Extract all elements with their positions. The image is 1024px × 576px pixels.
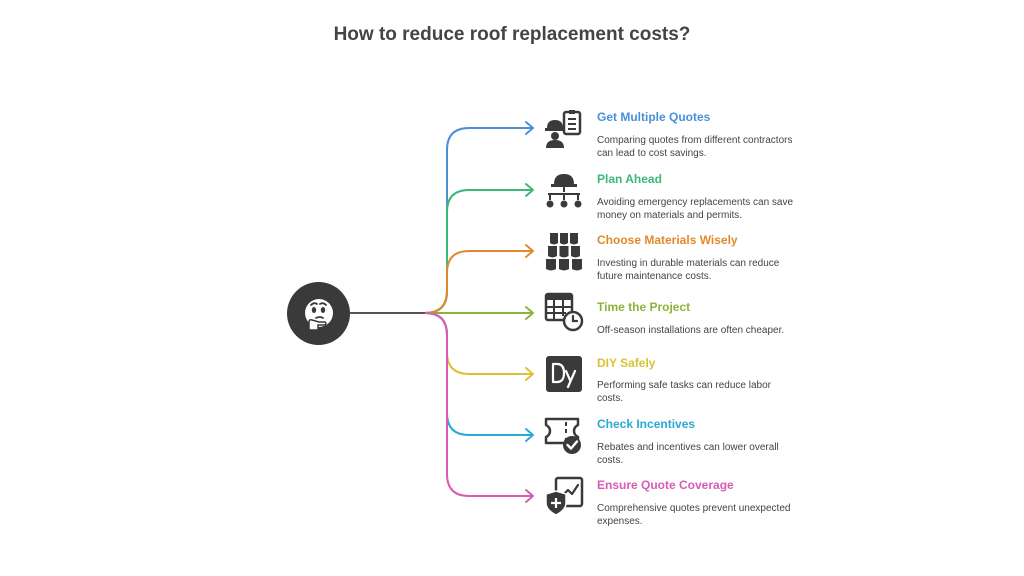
arrow-head-ensure-quote-coverage (525, 489, 534, 503)
hierarchy-plan-icon (546, 174, 582, 208)
thinking-face-icon (304, 298, 333, 331)
item-desc-get-multiple-quotes: Comparing quotes from different contract… (597, 135, 793, 159)
diy-tools-icon (546, 356, 582, 392)
arrow-head-get-multiple-quotes (525, 121, 534, 135)
branch-line-diy-safely (424, 312, 533, 375)
arrow-head-plan-ahead (525, 183, 534, 197)
calendar-clock-icon (544, 292, 584, 332)
item-desc-ensure-quote-coverage: Comprehensive quotes prevent unexpected … (597, 503, 791, 527)
item-desc-plan-ahead: Avoiding emergency replacements can save… (597, 197, 794, 221)
contractor-checklist-icon (545, 110, 582, 148)
item-title-choose-materials-wisely: Choose Materials Wisely (597, 233, 738, 247)
rebate-ticket-icon (544, 417, 581, 454)
item-title-get-multiple-quotes: Get Multiple Quotes (597, 110, 711, 124)
item-title-time-the-project: Time the Project (597, 300, 691, 314)
arrow-head-diy-safely (525, 367, 534, 381)
branch-line-choose-materials-wisely (424, 250, 533, 314)
hub-circle (287, 282, 350, 345)
arrow-head-time-the-project (525, 306, 534, 320)
roof-tiles-icon (546, 233, 582, 271)
page-title: How to reduce roof replacement costs? (333, 24, 691, 45)
item-desc-choose-materials-wisely: Investing in durable materials can reduc… (597, 258, 780, 282)
item-title-check-incentives: Check Incentives (597, 417, 696, 431)
item-title-diy-safely: DIY Safely (597, 356, 656, 370)
item-desc-check-incentives: Rebates and incentives can lower overall… (597, 442, 779, 466)
shield-document-icon (545, 476, 584, 516)
item-title-ensure-quote-coverage: Ensure Quote Coverage (597, 478, 734, 492)
arrow-head-choose-materials-wisely (525, 244, 534, 258)
branch-line-get-multiple-quotes (424, 127, 533, 314)
item-title-plan-ahead: Plan Ahead (597, 172, 662, 186)
item-desc-time-the-project: Off-season installations are often cheap… (597, 325, 785, 336)
arrow-head-check-incentives (525, 428, 534, 442)
branch-line-ensure-quote-coverage (424, 312, 533, 497)
item-desc-diy-safely: Performing safe tasks can reduce labor c… (597, 380, 771, 404)
